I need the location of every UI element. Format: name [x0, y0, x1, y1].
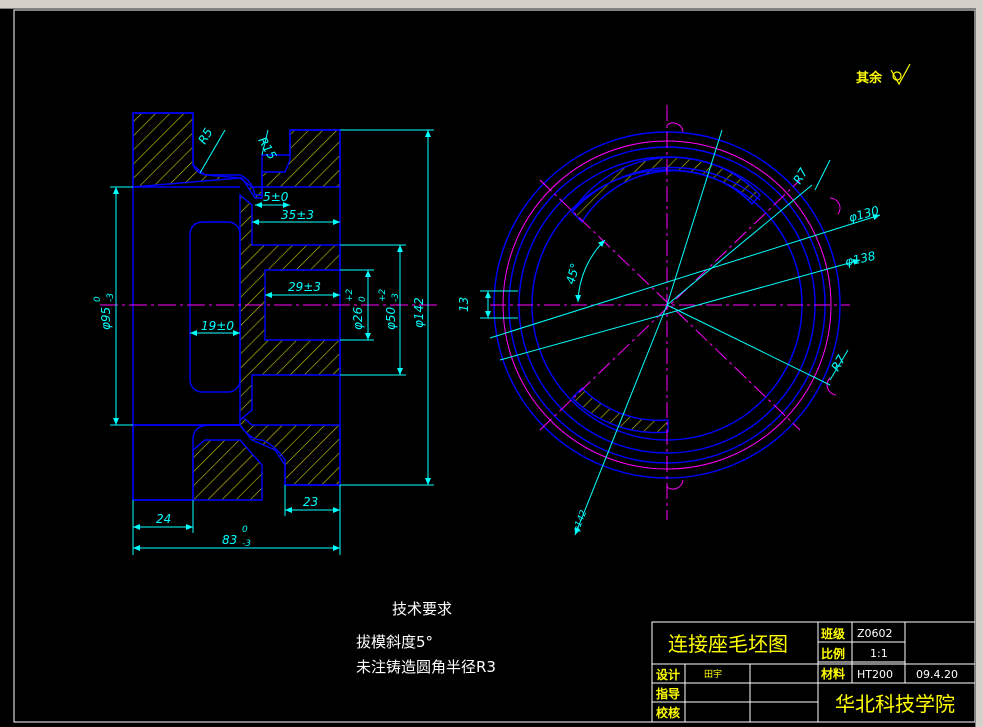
- section-hatch-top: [132, 112, 341, 199]
- dim-phi95-tol-up: 0: [93, 296, 103, 302]
- dim-83-tol-low: -3: [242, 539, 251, 549]
- dim-5: 5±0: [263, 190, 289, 204]
- dim-phi50-tol-low: -3: [391, 293, 401, 302]
- scale-label: 比例: [821, 646, 845, 661]
- dim-phi95-tol-low: -3: [106, 293, 116, 302]
- tech-title: 技术要求: [392, 600, 452, 618]
- side-hatch-bottom: [571, 387, 669, 434]
- side-view: R7 R7 φ130 φ138 φ142 45° 13: [457, 105, 881, 536]
- tech-line-1: 拔模斜度5°: [356, 633, 433, 651]
- dim-29: 29±3: [288, 280, 321, 294]
- tech-line-2: 未注铸造圆角半径R3: [356, 658, 496, 676]
- dim-phi50: φ50: [384, 306, 398, 330]
- dim-r15: R15: [255, 135, 279, 162]
- dim-phi138: φ138: [844, 249, 877, 269]
- school-name: 华北科技学院: [835, 692, 955, 716]
- dim-phi95: φ95: [99, 307, 113, 330]
- tech-requirements: 技术要求 拔模斜度5° 未注铸造圆角半径R3: [356, 600, 496, 676]
- designer-name: 田宇: [704, 668, 722, 680]
- title-block: 连接座毛坯图 班级 比例 材料 设计 指导 校核 Z0602 1:1 HT200…: [651, 621, 976, 723]
- roughness-symbol: [890, 63, 911, 86]
- class-label: 班级: [821, 626, 845, 641]
- scale-value: 1:1: [870, 647, 888, 660]
- section-hatch-core: [239, 193, 341, 422]
- material-label: 材料: [820, 666, 845, 681]
- dim-23: 23: [303, 495, 318, 509]
- dim-r7-bottom: R7: [828, 352, 848, 373]
- design-label: 设计: [656, 667, 680, 682]
- dim-13: 13: [457, 297, 471, 312]
- material-value: HT200: [857, 668, 893, 681]
- dim-phi26-tol-up: +2: [345, 288, 355, 302]
- check-label: 校核: [656, 705, 680, 720]
- dim-phi26: φ26: [351, 306, 365, 330]
- inner-bore: [189, 221, 241, 393]
- date-value: 09.4.20: [916, 668, 958, 681]
- section-hatch-bottom: [132, 413, 341, 501]
- class-value: Z0602: [857, 627, 893, 640]
- drawing-name: 连接座毛坯图: [668, 632, 788, 656]
- front-view: R5 R15 5±0 35±3 29±3 19±0 φ95 0 -3 φ26 +…: [93, 112, 440, 555]
- dim-phi26-tol-low: 0: [358, 296, 368, 302]
- roughness-note: 其余: [856, 63, 911, 86]
- guide-label: 指导: [656, 686, 680, 701]
- dim-83: 83: [222, 533, 237, 547]
- dim-35: 35±3: [281, 208, 314, 222]
- window-top-edge: [0, 0, 983, 9]
- dim-phi50-tol-up: +2: [378, 288, 388, 302]
- dim-side-phi142: φ142: [572, 509, 590, 534]
- dim-phi130: φ130: [847, 203, 881, 225]
- dim-19: 19±0: [201, 319, 234, 333]
- vertical-scrollbar[interactable]: [975, 8, 983, 727]
- dim-phi142: φ142: [412, 297, 426, 328]
- dim-angle45: 45°: [563, 262, 582, 286]
- dim-r7-top: R7: [790, 165, 810, 186]
- roughness-label: 其余: [856, 70, 883, 86]
- dim-r5: R5: [195, 126, 215, 147]
- dim-24: 24: [156, 512, 171, 526]
- dim-83-tol-up: 0: [242, 525, 248, 535]
